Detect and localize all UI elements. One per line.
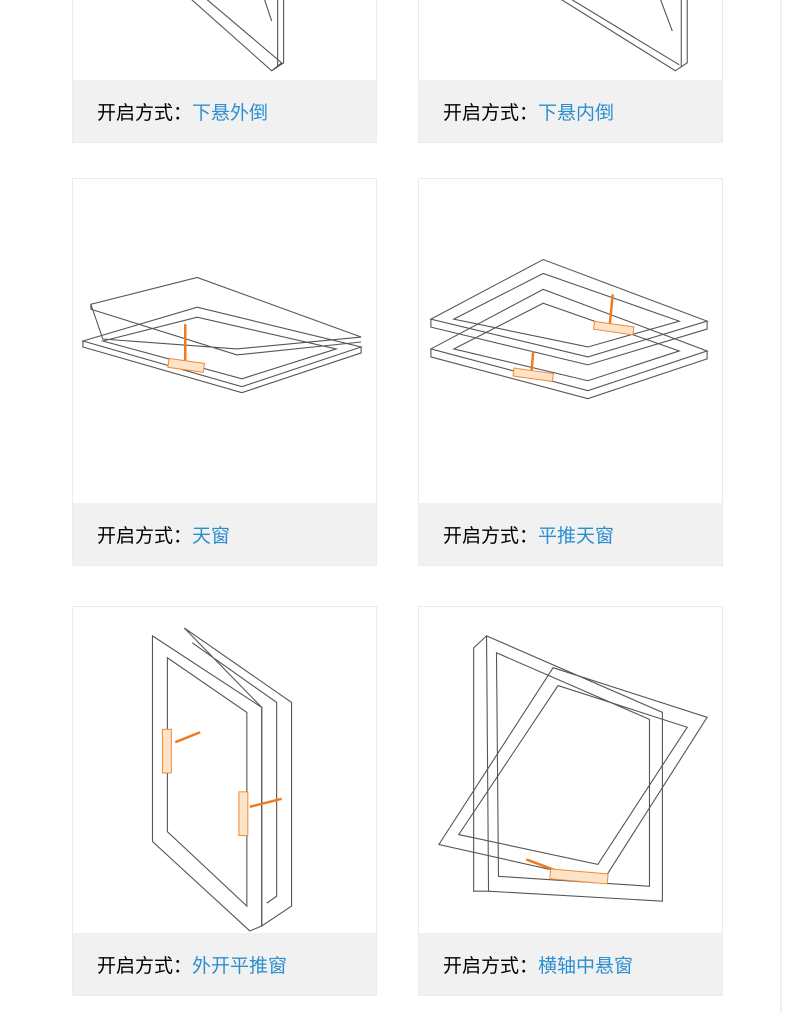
- caption-label: 开启方式：: [443, 101, 539, 124]
- caption-label: 开启方式：: [97, 524, 193, 547]
- caption-label: 开启方式：: [97, 101, 193, 124]
- parallel-push-skylight-window-icon: [419, 179, 722, 505]
- window-card-bottom-hung-outward: 开启方式：下悬外倒: [72, 0, 377, 143]
- window-card-horizontal-pivot: 开启方式：横轴中悬窗: [418, 606, 723, 996]
- caption-label: 开启方式：: [97, 954, 193, 977]
- caption-label: 开启方式：: [443, 524, 539, 547]
- outward-parallel-push-window-icon: [73, 607, 376, 935]
- opening-type: 平推天窗: [538, 524, 615, 547]
- opening-type: 下悬内倒: [538, 101, 615, 124]
- bottom-hung-inward-window-icon: [419, 0, 722, 82]
- skylight-window-icon: [73, 179, 376, 505]
- bottom-hung-outward-window-icon: [73, 0, 376, 82]
- opening-type: 外开平推窗: [192, 954, 288, 977]
- opening-type: 横轴中悬窗: [538, 954, 634, 977]
- opening-type: 下悬外倒: [192, 101, 269, 124]
- opening-type: 天窗: [192, 524, 231, 547]
- caption: 开启方式：外开平推窗: [73, 933, 376, 995]
- caption: 开启方式：下悬内倒: [419, 80, 722, 142]
- caption: 开启方式：下悬外倒: [73, 80, 376, 142]
- window-card-skylight: 开启方式：天窗: [72, 178, 377, 566]
- window-card-outward-parallel-push: 开启方式：外开平推窗: [72, 606, 377, 996]
- caption: 开启方式：天窗: [73, 503, 376, 565]
- caption: 开启方式：平推天窗: [419, 503, 722, 565]
- caption: 开启方式：横轴中悬窗: [419, 933, 722, 995]
- caption-label: 开启方式：: [443, 954, 539, 977]
- window-card-bottom-hung-inward: 开启方式：下悬内倒: [418, 0, 723, 143]
- page-edge-divider: [780, 0, 782, 1013]
- horizontal-pivot-window-icon: [419, 607, 722, 935]
- window-card-parallel-push-skylight: 开启方式：平推天窗: [418, 178, 723, 566]
